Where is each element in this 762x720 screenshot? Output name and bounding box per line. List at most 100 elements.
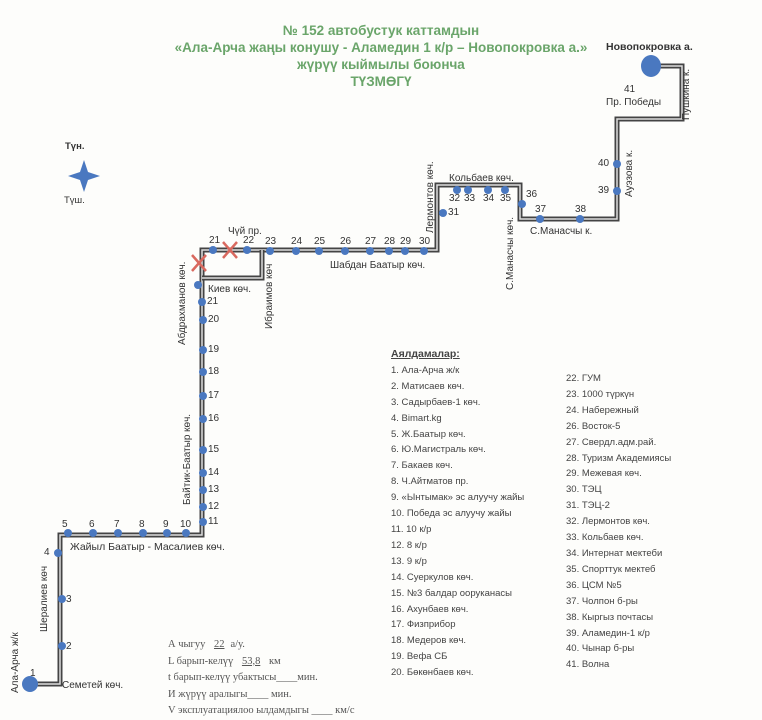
- stop-list-item: 2. Матисаев көч.: [391, 380, 465, 392]
- stop-list-item: 3. Садырбаев-1 көч.: [391, 396, 481, 408]
- stop-list-item: 18. Медеров көч.: [391, 635, 467, 647]
- street-ibraimov: Ибраимов көч: [264, 263, 275, 329]
- stop-list-item: 6. Ю.Магистраль көч.: [391, 444, 486, 456]
- stop-marker: [54, 549, 62, 557]
- stop-list-item: 16. Ахунбаев көч.: [391, 603, 469, 615]
- title-line-3: жүрүү кыймылы боюнча: [297, 57, 465, 72]
- street-baitik: Байтик-Баатыр көч.: [182, 413, 193, 505]
- stop-list-item: 14. Суеркулов көч.: [391, 571, 474, 583]
- stop-number: 4: [44, 547, 50, 558]
- stop-marker: [199, 392, 207, 400]
- stop-list-item: 35. Спорттук мектеб: [566, 563, 656, 575]
- stop-marker: [114, 529, 122, 537]
- stop-list-item: 12. 8 к/р: [391, 539, 427, 551]
- stop-list-item: 9. «Ынтымак» эс алуучу жайы: [391, 492, 525, 504]
- stop-number: 24: [291, 236, 303, 247]
- stop-number: 15: [208, 444, 220, 455]
- street-kiev: Киев көч.: [208, 284, 251, 295]
- street-ala-archa: Ала-Арча ж/к: [10, 632, 21, 693]
- route-segment: [202, 250, 263, 279]
- stop-marker: [453, 186, 461, 194]
- street-semetey: Семетей көч.: [62, 680, 124, 691]
- stop-number: 36: [526, 189, 538, 200]
- street-chui: Чүй пр.: [228, 226, 262, 237]
- stop-list-item: 17. Физприбор: [391, 619, 456, 631]
- stop-number: 39: [598, 185, 610, 196]
- stop-number: 16: [208, 413, 220, 424]
- stop-number: 18: [208, 366, 220, 377]
- stop-number: 21: [207, 296, 219, 307]
- param-i: И жүрүү аралыгы____ мин.: [168, 688, 292, 700]
- stop-marker: [576, 215, 584, 223]
- stop-marker: [199, 469, 207, 477]
- stop-list-item: 39. Аламедин-1 к/р: [566, 627, 650, 639]
- stop-marker: [58, 595, 66, 603]
- stop-number: 35: [500, 193, 512, 204]
- stop-list-item: 15. №3 балдар ооруканасы: [391, 587, 513, 599]
- title-line-1: № 152 автобустук каттамдын: [282, 23, 480, 38]
- stop-list-item: 10. Победа эс алуучу жайы: [391, 508, 512, 520]
- stop-number: 22: [243, 235, 255, 246]
- street-pobedy: Пр. Победы: [606, 97, 662, 108]
- route-line: [30, 63, 685, 687]
- compass-icon: [68, 160, 100, 192]
- street-sheraliev: Шералиев көч: [39, 565, 50, 632]
- stop-number: 14: [208, 467, 220, 478]
- end-label: Новопокровка а.: [606, 41, 693, 53]
- stop-number: 9: [163, 519, 169, 530]
- stop-marker: [64, 529, 72, 537]
- title-line-4: ТҮЗМӨГҮ: [350, 74, 412, 89]
- stop-marker: [182, 529, 190, 537]
- stop-marker: [199, 368, 207, 376]
- stop-number: 8: [139, 519, 145, 530]
- stop-marker: [464, 186, 472, 194]
- street-s-manaschy: С.Манасчы к.: [530, 226, 593, 237]
- street-s-manaschy-vertical: С.Манасчы көч.: [505, 216, 516, 290]
- street-kolbaev: Кольбаев көч.: [449, 173, 514, 184]
- compass-south: Түш.: [64, 195, 85, 206]
- stop-list-item: 38. Кыргыз почтасы: [566, 611, 654, 623]
- stop-number: 13: [208, 484, 220, 495]
- street-zhaiyl: Жайыл Баатыр - Масалиев көч.: [70, 541, 225, 553]
- stop-marker: [613, 187, 621, 195]
- stop-marker: [163, 529, 171, 537]
- stop-number: 2: [66, 641, 72, 652]
- stop-marker: [420, 247, 428, 255]
- stop-marker: [199, 415, 207, 423]
- closed-cross-icon: [191, 241, 238, 272]
- stop-list-item: 11. 10 к/р: [391, 523, 432, 535]
- stop-marker: [139, 529, 147, 537]
- stop-marker: [385, 247, 393, 255]
- stop-marker: [266, 247, 274, 255]
- stop-list-item: 29. Межевая көч.: [566, 468, 642, 480]
- stop-marker: [194, 281, 202, 289]
- route-segment: [30, 65, 683, 685]
- street-auezov: Ауэзова к.: [624, 149, 635, 197]
- stop-list-item: 27. Свердл.адм.рай.: [566, 436, 657, 448]
- stop-list-item: 22. ГУМ: [566, 373, 601, 384]
- stop-marker: [439, 209, 447, 217]
- stop-list-item: 31. ТЭЦ-2: [566, 500, 610, 512]
- stop-marker: [199, 446, 207, 454]
- stop-marker: [341, 247, 349, 255]
- stop-marker: [366, 247, 374, 255]
- stop-number: 33: [464, 193, 476, 204]
- stop-list-item: 34. Интернат мектеби: [566, 547, 663, 559]
- title-line-2: «Ала-Арча жаңы конушу - Аламедин 1 к/р –…: [174, 40, 588, 55]
- stop-marker: [518, 200, 526, 208]
- stop-marker: [198, 298, 206, 306]
- stop-list-item: 20. Бөкөнбаев көч.: [391, 667, 474, 679]
- stop-number: 3: [66, 594, 72, 605]
- stop-marker: [536, 215, 544, 223]
- stop-number: 17: [208, 390, 220, 401]
- stop-marker: [292, 247, 300, 255]
- param-t: t барып-келүү убактысы____мин.: [168, 672, 318, 683]
- stop-list-item: 1. Ала-Арча ж/к: [391, 364, 460, 376]
- stop-number: 40: [598, 158, 610, 169]
- stop-number: 38: [575, 204, 587, 215]
- stop-marker: [199, 503, 207, 511]
- stop-number: 7: [114, 519, 120, 530]
